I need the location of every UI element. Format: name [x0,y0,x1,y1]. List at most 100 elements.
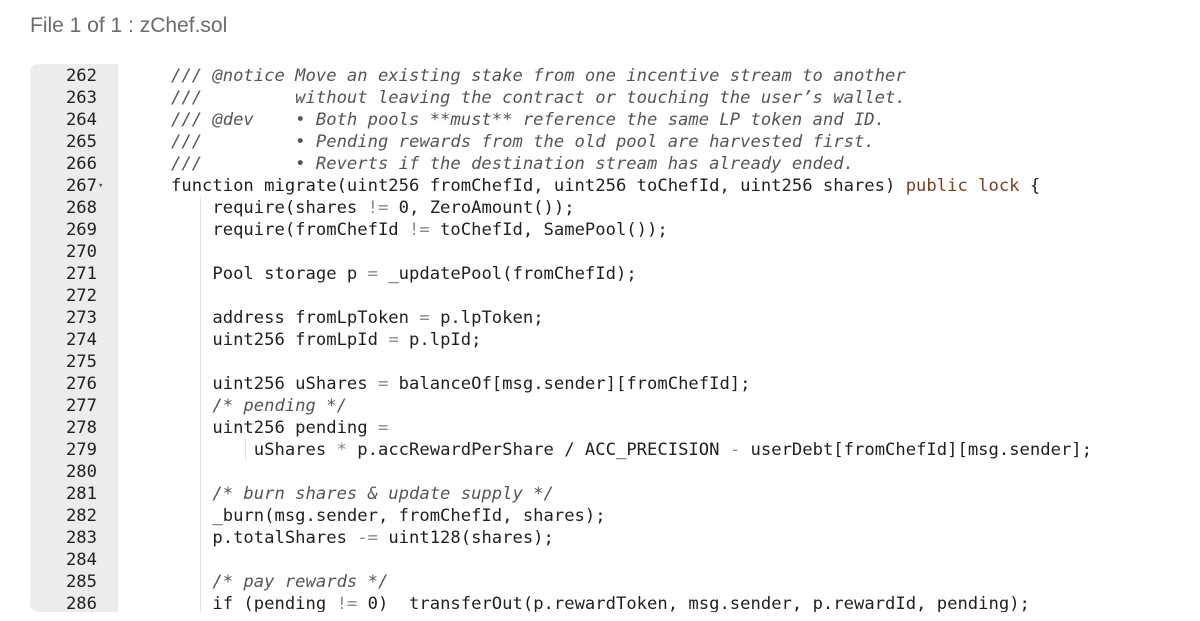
code-text: function migrate(uint256 fromChefId, uin… [171,175,1200,197]
code-line: 265 /// • Pending rewards from the old po… [30,131,1200,153]
code-token: require(fromChefId [171,220,409,240]
line-number: 282 [65,506,97,526]
line-number: 281 [65,484,97,504]
code-line: 276 uint256 uShares = balanceOf[msg.send… [30,373,1200,395]
code-text: uShares * p.accRewardPerShare / ACC_PREC… [171,439,1200,461]
line-number: 274 [65,330,97,350]
code-token: p.totalShares [171,528,358,548]
code-token: /// @dev • Both pools **must** reference… [171,110,885,130]
code-token: 0) _transferOut(p.rewardToken, msg.sende… [357,594,1030,612]
code-token: toChefId, SamePool()); [429,220,668,240]
code-token: address fromLpToken [171,308,420,328]
code-line: 278 uint256 pending = [30,417,1200,439]
code-token: function migrate(uint256 fromChefId, uin… [171,176,906,196]
editor-bottom-edge [30,612,1200,621]
line-number: 267 [65,176,97,196]
code-token: = [377,418,389,438]
indent-guide [200,197,201,612]
line-number: 266 [65,154,97,174]
code-token: public lock [905,176,1020,196]
code-token: _updatePool(fromChefId); [377,264,637,284]
line-number: 269 [65,220,97,240]
code-token: 0, ZeroAmount()); [388,198,575,218]
code-token: uint256 pending [171,418,378,438]
code-token: = [419,308,430,328]
code-editor[interactable]: 262 /// @notice Move an existing stake fr… [30,64,1200,612]
code-text: /// without leaving the contract or touc… [171,87,1200,109]
code-text: /// @notice Move an existing stake from … [171,65,1200,87]
code-text: p.totalShares -= uint128(shares); [171,527,1200,549]
line-number: 265 [65,132,97,152]
code-token: uShares [171,440,337,460]
code-text: /* burn shares & update supply */ [171,483,1200,505]
code-text: uint256 uShares = balanceOf[msg.sender][… [171,373,1200,395]
code-token: -= [357,528,378,548]
code-token: { [1019,176,1041,196]
code-token: /* burn shares & update supply */ [171,484,554,504]
fold-toggle-icon[interactable]: ▾ [98,181,104,191]
code-text: /* pending */ [171,395,1200,417]
line-number: 285 [65,572,97,592]
code-line: 282 _burn(msg.sender, fromChefId, shares… [30,505,1200,527]
code-token: /// • Pending rewards from the old pool … [171,132,875,152]
code-token: != [409,220,430,240]
code-token: = [377,374,389,394]
code-token: require(shares [171,198,368,218]
code-token: /// without leaving the contract or touc… [171,88,906,108]
code-token: Pool storage p [171,264,368,284]
line-number: 271 [65,264,97,284]
code-token: /* pay rewards */ [171,572,389,592]
code-line: 275 [30,351,1200,373]
code-line: 273 address fromLpToken = p.lpToken; [30,307,1200,329]
indent-guide [245,439,246,461]
code-line: 264 /// @dev • Both pools **must** refere… [30,109,1200,131]
code-line: 271 Pool storage p = _updatePool(fromChe… [30,263,1200,285]
line-number: 264 [65,110,97,130]
code-line: 285 /* pay rewards */ [30,571,1200,593]
code-text: /// • Pending rewards from the old pool … [171,131,1200,153]
code-text: if (pending != 0) _transferOut(p.rewardT… [171,593,1200,612]
code-token: = [367,264,378,284]
file-title: File 1 of 1 : zChef.sol [30,14,228,37]
line-number: 284 [65,550,97,570]
code-token: - [729,440,741,460]
line-number: 270 [65,242,97,262]
line-number: 279 [65,440,97,460]
line-number: 263 [65,88,97,108]
line-number-gutter [30,64,118,612]
code-line: 277 /* pending */ [30,395,1200,417]
code-area[interactable] [118,64,1200,612]
code-token: /// @notice Move an existing stake from … [171,66,906,86]
code-text: /* pay rewards */ [171,571,1200,593]
code-line: 269 require(fromChefId != toChefId, Same… [30,219,1200,241]
code-text: _burn(msg.sender, fromChefId, shares); [171,505,1200,527]
code-token: != [336,594,358,612]
code-line: 267▾ function migrate(uint256 fromChefId,… [30,175,1200,197]
code-token: uint128(shares); [377,528,554,548]
code-line: 284 [30,549,1200,571]
code-text: /// • Reverts if the destination stream … [171,153,1200,175]
code-line: 280 [30,461,1200,483]
line-number: 272 [65,286,97,306]
line-number: 278 [65,418,97,438]
code-text: require(shares != 0, ZeroAmount()); [171,197,1200,219]
code-line: 266 /// • Reverts if the destination stre… [30,153,1200,175]
code-line: 283 p.totalShares -= uint128(shares); [30,527,1200,549]
line-number: 273 [65,308,97,328]
code-token: uint256 uShares [171,374,378,394]
code-text: require(fromChefId != toChefId, SamePool… [171,219,1200,241]
code-line: 272 [30,285,1200,307]
code-text: /// @dev • Both pools **must** reference… [171,109,1200,131]
code-line: 286 if (pending != 0) _transferOut(p.rew… [30,593,1200,612]
code-token: = [388,330,399,350]
code-line: 274 uint256 fromLpId = p.lpId; [30,329,1200,351]
code-token: balanceOf[msg.sender][fromChefId]; [388,374,751,394]
line-number: 268 [65,198,97,218]
code-token: /* pending */ [171,396,347,416]
code-line: 281 /* burn shares & update supply */ [30,483,1200,505]
code-line: 279 uShares * p.accRewardPerShare / ACC_… [30,439,1200,461]
line-number: 262 [65,66,97,86]
code-line: 268 require(shares != 0, ZeroAmount()); [30,197,1200,219]
line-number: 280 [65,462,97,482]
code-token: p.lpId; [398,330,482,350]
